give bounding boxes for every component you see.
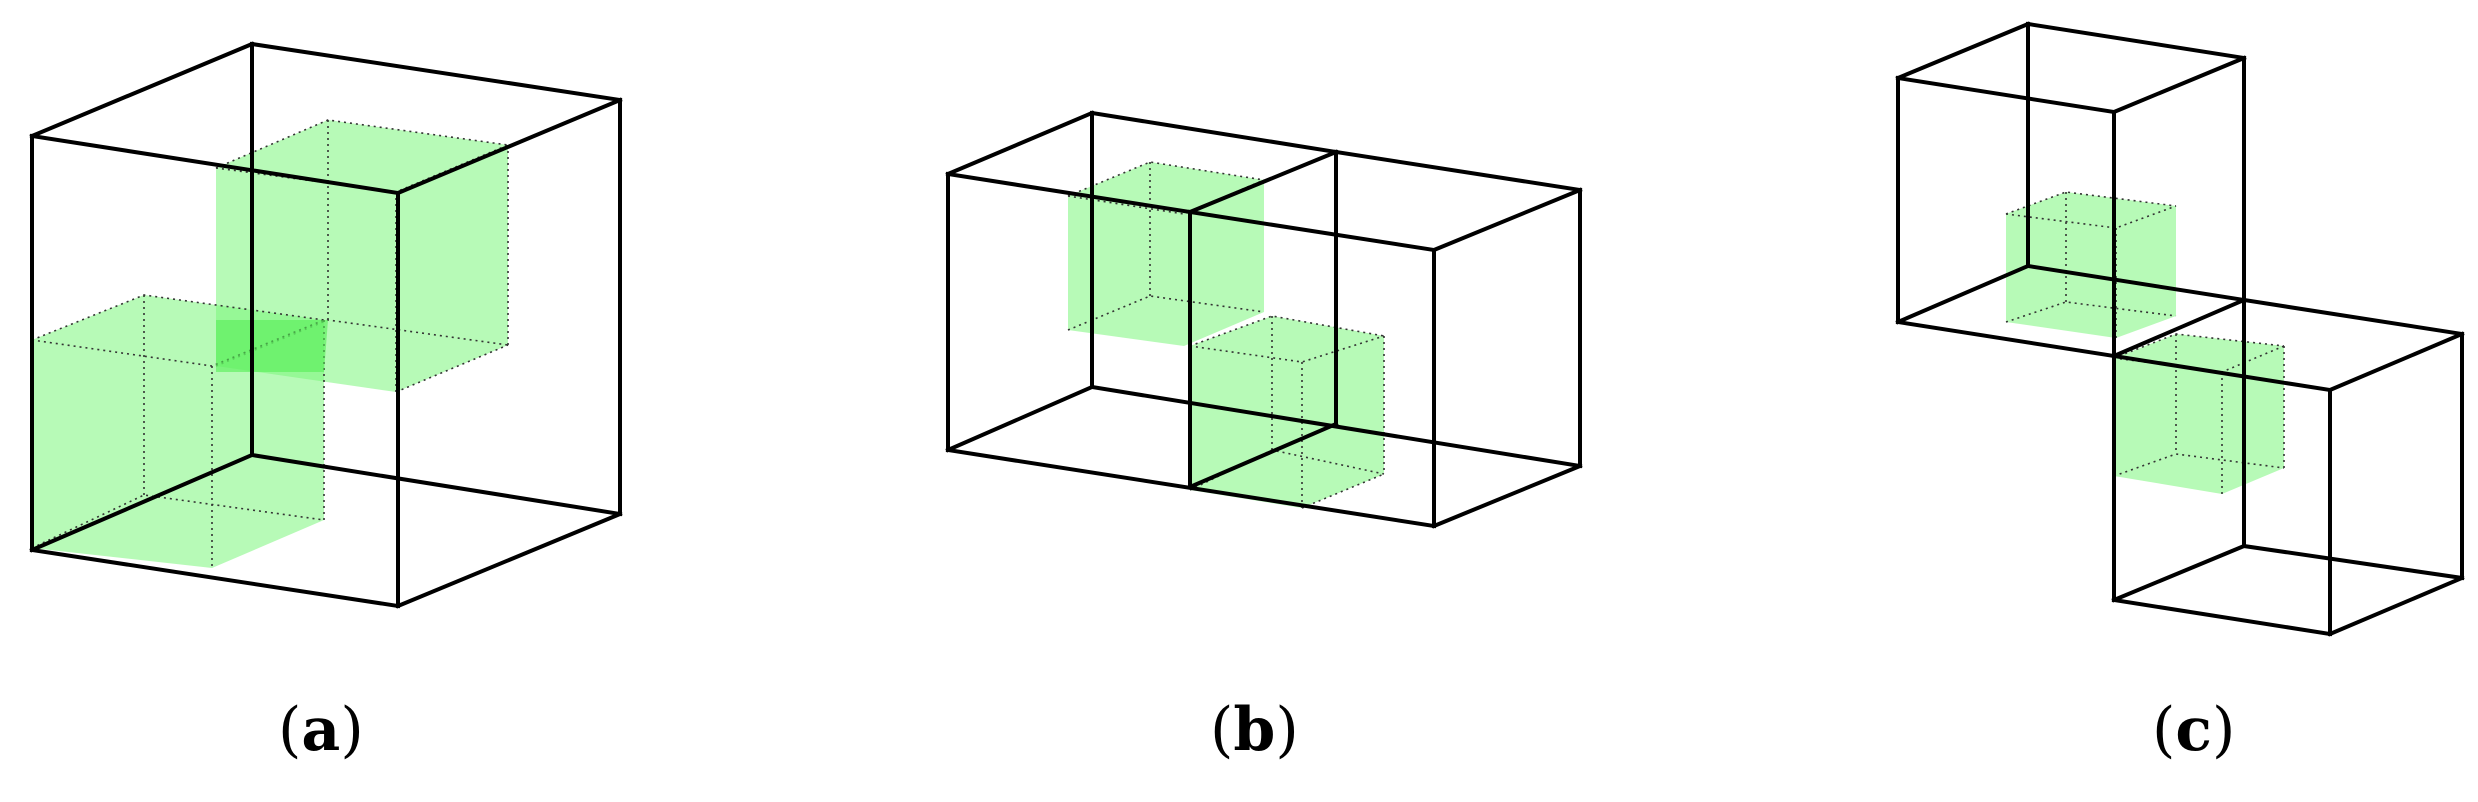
panel-b-diagram bbox=[945, 110, 1583, 529]
panel-b-subcell-left bbox=[1067, 161, 1265, 346]
panel-b-subcell-right bbox=[1189, 315, 1385, 509]
panel-c-upper-cell-wireframe bbox=[1895, 21, 2247, 359]
panel-a-diagram bbox=[29, 41, 623, 609]
panel-a-overlap bbox=[216, 320, 328, 372]
panel-b-caption: (b) bbox=[1210, 695, 1299, 765]
panel-b-cell-wireframe bbox=[945, 110, 1583, 529]
panel-a-label: a bbox=[301, 695, 341, 765]
panel-c-label: c bbox=[2175, 695, 2212, 765]
panel-c-diagram bbox=[1895, 21, 2465, 637]
panel-a-caption: (a) bbox=[278, 695, 364, 765]
panel-a-cell-wireframe bbox=[29, 41, 623, 609]
panel-b-label: b bbox=[1233, 695, 1276, 765]
panel-c-lower-cell-wireframe bbox=[2111, 297, 2465, 637]
panel-c-caption: (c) bbox=[2152, 695, 2236, 765]
